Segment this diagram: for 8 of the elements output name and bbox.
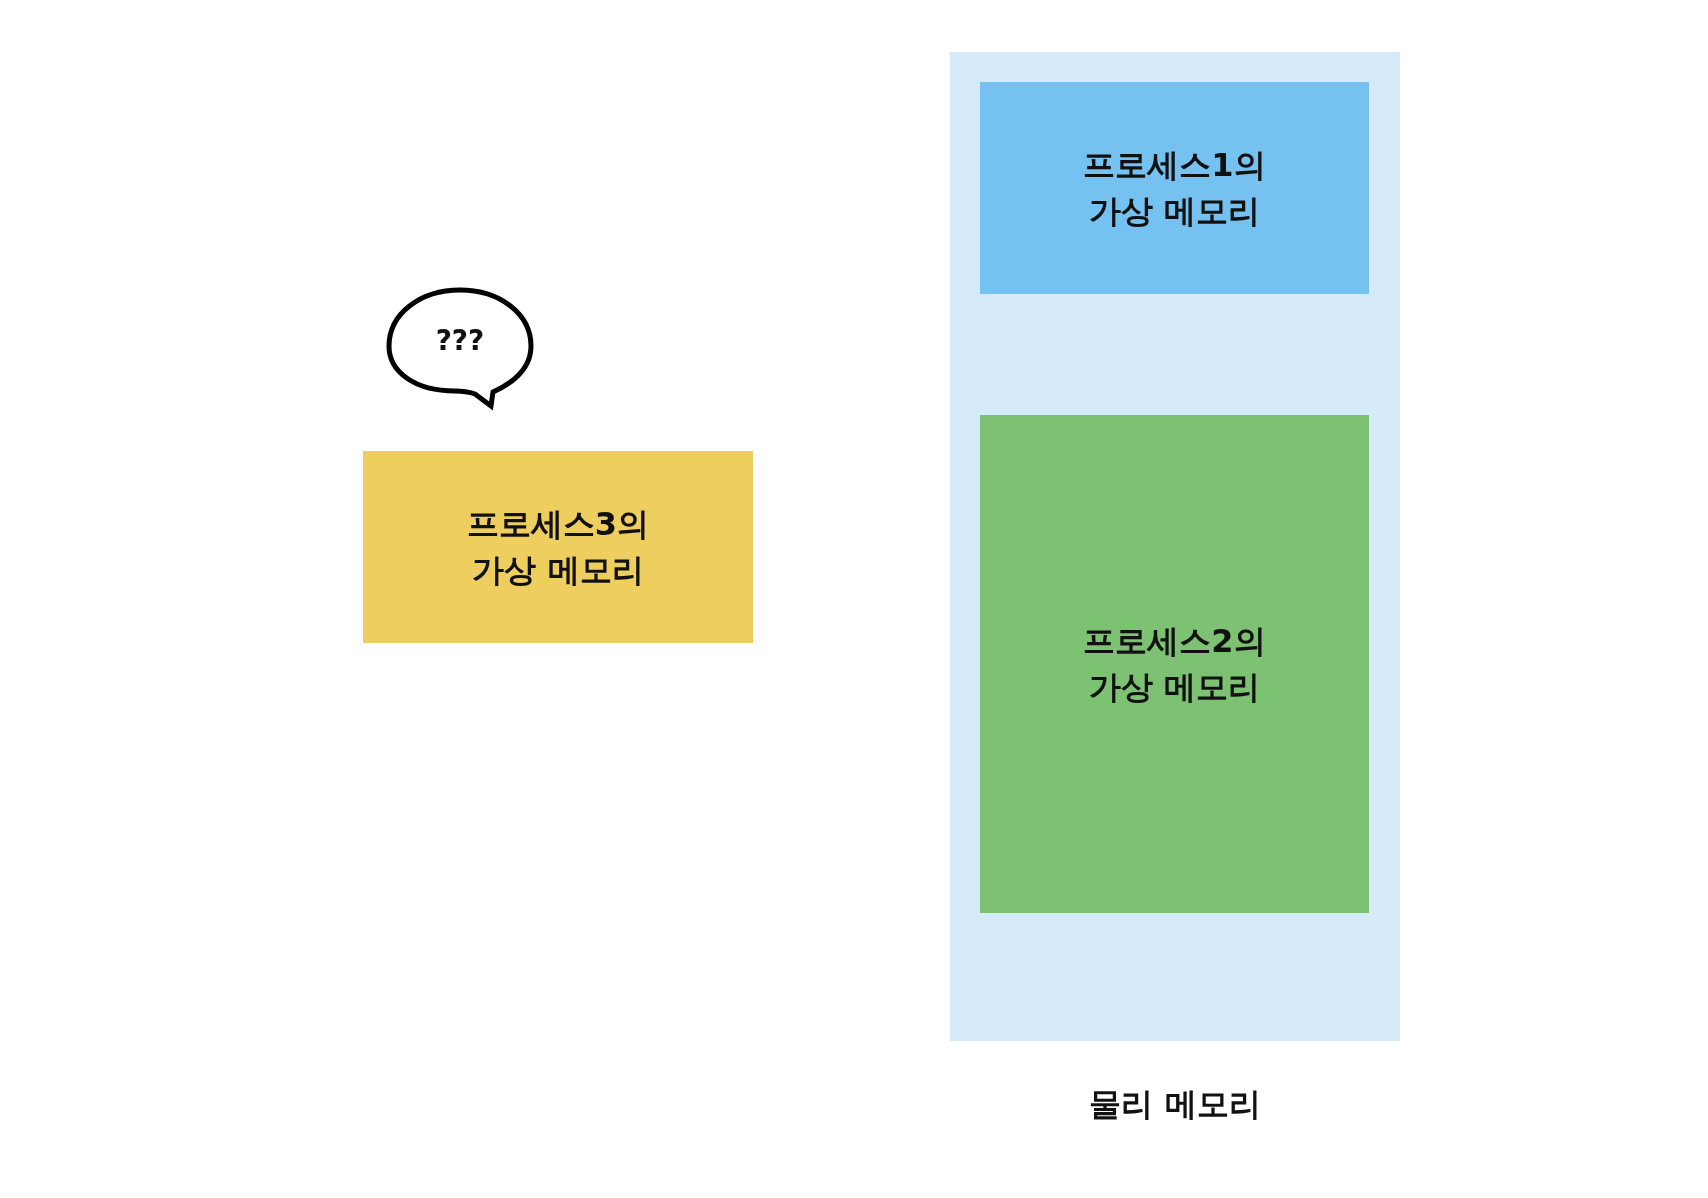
block-label: 프로세스2의 가상 메모리 [1082,621,1267,708]
panel-caption: 물리 메모리 [1089,1084,1261,1125]
bubble-text: ??? [434,323,486,359]
memory-block [980,82,1369,294]
memory-block [980,415,1369,913]
memory-block [363,451,753,643]
block-label: 프로세스3의 가상 메모리 [465,504,651,591]
block-label: 프로세스1의 가상 메모리 [1082,145,1267,232]
